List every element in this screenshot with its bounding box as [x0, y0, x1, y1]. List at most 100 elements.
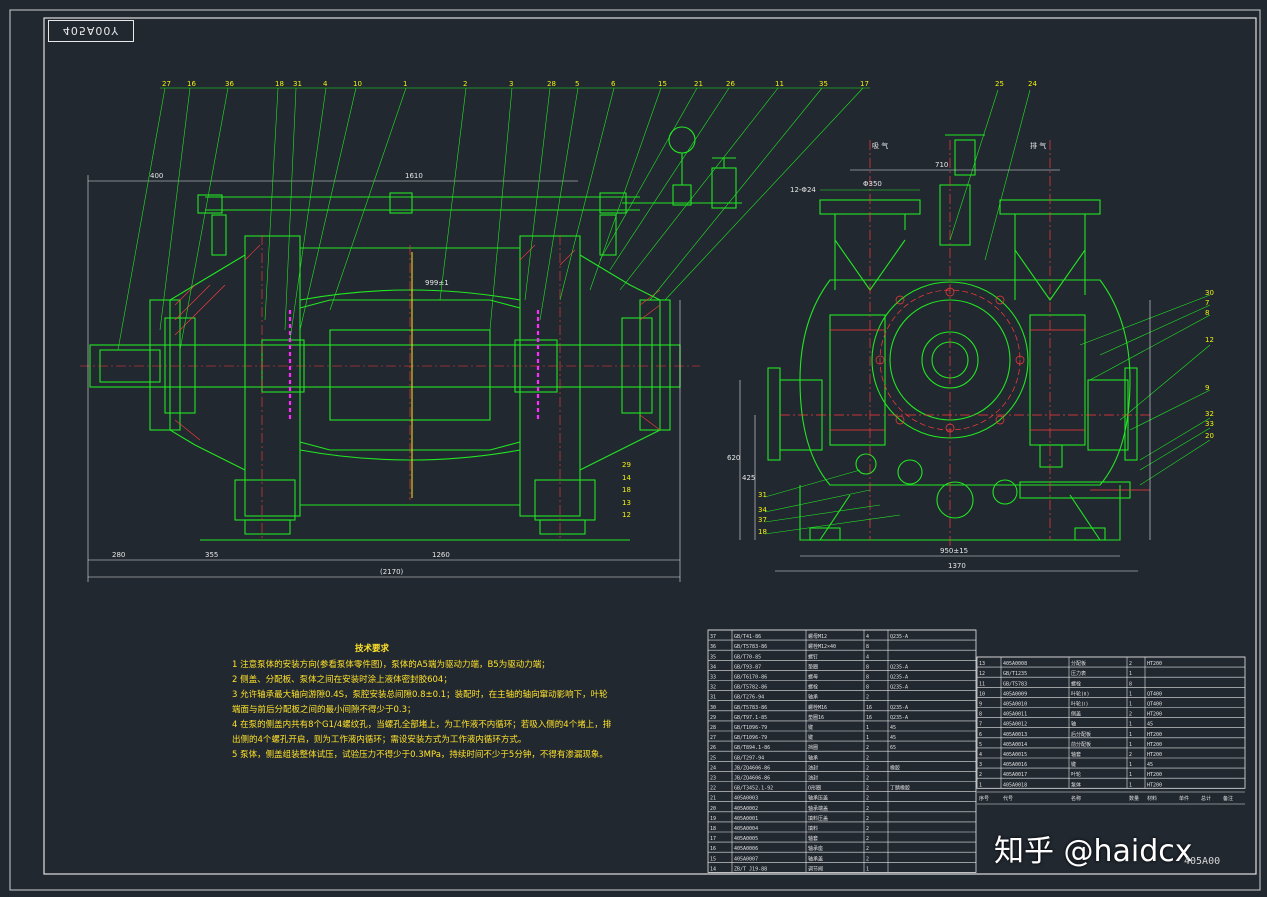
- tech-line: 3 允许轴承最大轴向游隙0.4S，泵腔安装总间隙0.8±0.1；装配时，在主轴的…: [232, 690, 608, 700]
- part-callout: 12: [1205, 336, 1214, 344]
- bom-cell: GB/T41-86: [734, 634, 761, 640]
- bom-cell: 螺栓M16: [808, 704, 827, 711]
- bom-cell: 2: [979, 772, 982, 778]
- bom-cell: 油封: [808, 775, 818, 782]
- bom-cell: 8: [979, 712, 982, 718]
- bom-header-cell: 数量: [1129, 795, 1139, 802]
- bom-cell: 调节阀: [808, 865, 823, 872]
- bom-cell: 30: [710, 705, 716, 711]
- part-callout: 8: [1205, 309, 1209, 317]
- part-callout: 18: [622, 486, 631, 494]
- bom-cell: 8: [866, 644, 869, 650]
- side-view: [767, 134, 1138, 541]
- bom-cell: GB/T5783-86: [734, 644, 767, 650]
- bom-cell: 4: [979, 752, 982, 758]
- bom-cell: 挡圈: [808, 744, 818, 751]
- bom-cell: 泵体: [1071, 781, 1081, 788]
- dim-right-base: 1260: [432, 551, 450, 559]
- inner-frame: [43, 17, 1257, 875]
- bom-cell: 8: [1129, 681, 1132, 687]
- bom-cell: 2: [866, 755, 869, 761]
- part-callout: 9: [1205, 384, 1209, 392]
- bom-cell: 1: [1129, 782, 1132, 788]
- bom-cell: 叶轮: [1071, 771, 1081, 778]
- tech-line: 端面与前后分配板之间的最小间隙不得少于0.3；: [232, 705, 416, 715]
- bom-cell: 19: [710, 816, 716, 822]
- bom-cell: 螺母: [808, 674, 818, 681]
- bom-cell: GB/T5783: [1003, 681, 1027, 687]
- bom-cell: 23: [710, 776, 716, 782]
- side-dim-top: 710: [935, 161, 948, 169]
- bom-cell: GB/T5782-86: [734, 685, 767, 691]
- bom-cell: 11: [979, 681, 985, 687]
- bom-cell: 1: [1129, 671, 1132, 677]
- bom-cell: 轴承盖: [808, 855, 823, 862]
- bom-cell: 2: [1129, 752, 1132, 758]
- bom-cell: 1: [1129, 691, 1132, 697]
- bom-cell: 8: [866, 664, 869, 670]
- bom-cell: QT400: [1147, 691, 1162, 697]
- bom-cell: 垫圈: [808, 663, 818, 670]
- bom-cell: 轴套: [1071, 751, 1081, 758]
- bom-cell: 29: [710, 715, 716, 721]
- outer-frame: [9, 9, 1261, 891]
- bom-cell: 12: [979, 671, 985, 677]
- part-callout: 27: [162, 80, 171, 88]
- bom-cell: 1: [1129, 742, 1132, 748]
- part-callout: 31: [758, 491, 767, 499]
- bom-cell: 叶轮(Ⅰ): [1071, 701, 1089, 708]
- bom-cell: 螺栓M12×40: [808, 643, 836, 650]
- bom-cell: 叶轮(Ⅱ): [1071, 690, 1089, 697]
- bom-cell: 405A0002: [734, 806, 758, 812]
- bom-cell: GB/T93-87: [734, 664, 761, 670]
- bom-cell: 405A0008: [1003, 661, 1027, 667]
- bom-cell: 405A0003: [734, 796, 758, 802]
- bom-cell: 填料: [808, 825, 818, 832]
- dim-center: 999±1: [425, 279, 449, 287]
- bom-cell: 2: [866, 765, 869, 771]
- bom-cell: 405A0004: [734, 826, 758, 832]
- bom-cell: 405A0015: [1003, 752, 1027, 758]
- bom-cell: 405A0001: [734, 816, 758, 822]
- side-label-inlet: 吸 气: [872, 141, 888, 150]
- bom-cell: 405A0014: [1003, 742, 1027, 748]
- bom-cell: 1: [866, 725, 869, 731]
- bom-cell: 2: [866, 826, 869, 832]
- tech-line: 4 在泵的侧盖内共有8个G1/4螺纹孔，当螺孔全部堵上，为工作液不内循环；若吸入…: [232, 720, 612, 730]
- side-dim-total: 1370: [948, 562, 966, 570]
- bom-cell: 405A0016: [1003, 762, 1027, 768]
- front-hatching: [174, 244, 661, 441]
- bom-cell: 8: [866, 685, 869, 691]
- bom-cell: 1: [1129, 772, 1132, 778]
- part-callout: 18: [275, 80, 284, 88]
- bom-cell: 22: [710, 786, 716, 792]
- tech-line: 2 侧盖、分配板、泵体之间在安装时涂上液体密封胶604；: [232, 675, 452, 685]
- bom-cell: 侧盖: [1071, 711, 1081, 718]
- bom-cell: 20: [710, 806, 716, 812]
- bom-cell: GB/T70-85: [734, 654, 761, 660]
- bom-header-cell: 代号: [1003, 795, 1013, 802]
- tech-line: 出侧的4个螺孔开启，则为工作液内循环；需设安装方式为工作液内循环方式。: [232, 735, 527, 745]
- bom-cell: 405A0018: [1003, 782, 1027, 788]
- bom-cell: HT200: [1147, 661, 1162, 667]
- side-dim-h2: 425: [742, 474, 755, 482]
- front-leader-lines: [117, 87, 870, 351]
- bom-cell: 33: [710, 675, 716, 681]
- bom-cell: 键: [808, 734, 813, 741]
- bom-cell: HT200: [1147, 782, 1162, 788]
- part-callout: 25: [995, 80, 1004, 88]
- part-callout: 37: [758, 516, 767, 524]
- bom-cell: 21: [710, 796, 716, 802]
- bom-cell: Q235-A: [890, 715, 908, 721]
- bom-cell: 2: [866, 806, 869, 812]
- bom-cell: 螺栓: [808, 684, 818, 691]
- part-callout: 3: [509, 80, 513, 88]
- bom-cell: HT200: [1147, 742, 1162, 748]
- bom-cell: 24: [710, 765, 716, 771]
- bom-cell: GB/T97.1-85: [734, 715, 767, 721]
- bom-cell: ZB/T J19-88: [734, 866, 767, 872]
- bom-cell: 17: [710, 836, 716, 842]
- bom-cell: 2: [866, 846, 869, 852]
- part-callout: 28: [547, 80, 556, 88]
